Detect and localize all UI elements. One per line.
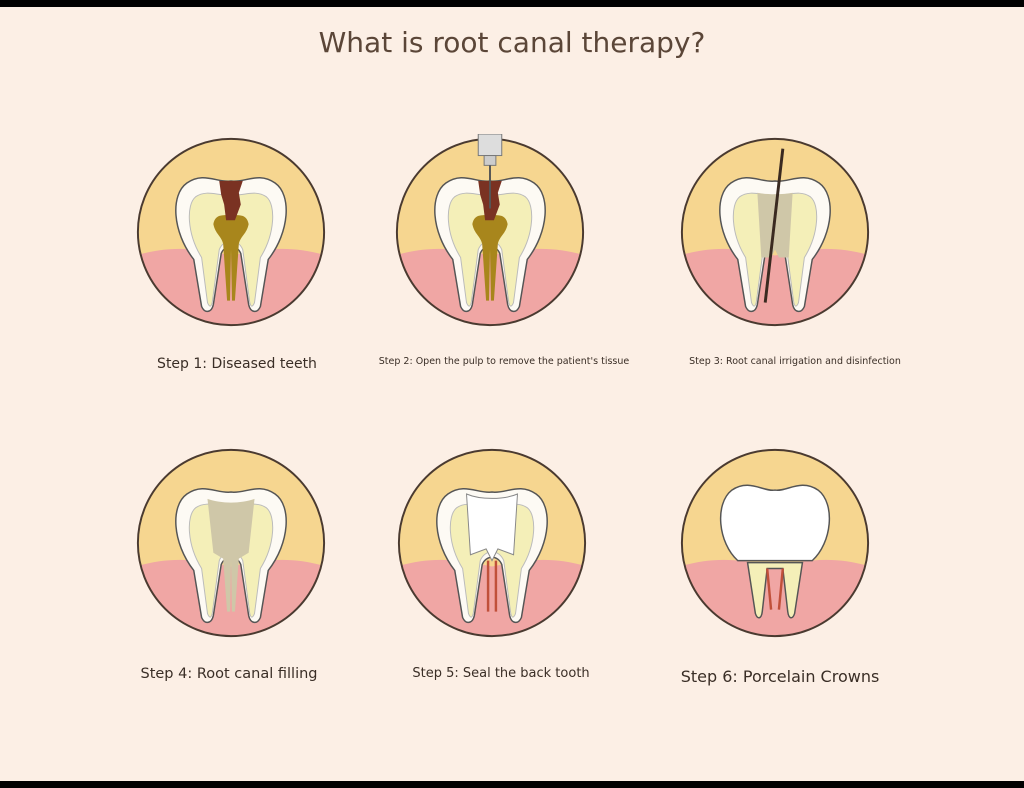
tooth-seal-icon bbox=[397, 448, 587, 638]
tooth-open-pulp-icon bbox=[395, 134, 585, 327]
tooth-diseased-icon bbox=[136, 137, 326, 327]
tooth-filling-icon bbox=[136, 448, 326, 638]
step-3-label: Step 3: Root canal irrigation and disinf… bbox=[689, 356, 901, 367]
bottom-bar bbox=[0, 781, 1024, 788]
tooth-crown-icon bbox=[680, 448, 870, 638]
step-6-illustration bbox=[677, 445, 873, 641]
step-4-label: Step 4: Root canal filling bbox=[140, 666, 318, 682]
tooth-irrigation-icon bbox=[680, 137, 870, 327]
top-bar bbox=[0, 0, 1024, 7]
step-4-illustration bbox=[133, 445, 329, 641]
step-2-illustration bbox=[392, 134, 588, 330]
step-5-label: Step 5: Seal the back tooth bbox=[412, 666, 590, 681]
step-1-label: Step 1: Diseased teeth bbox=[157, 356, 317, 372]
step-1-illustration bbox=[133, 134, 329, 330]
step-5-illustration bbox=[394, 445, 590, 641]
page-title: What is root canal therapy? bbox=[318, 26, 706, 59]
step-6-label: Step 6: Porcelain Crowns bbox=[680, 667, 880, 686]
step-2-label: Step 2: Open the pulp to remove the pati… bbox=[378, 356, 630, 367]
step-3-illustration bbox=[677, 134, 873, 330]
